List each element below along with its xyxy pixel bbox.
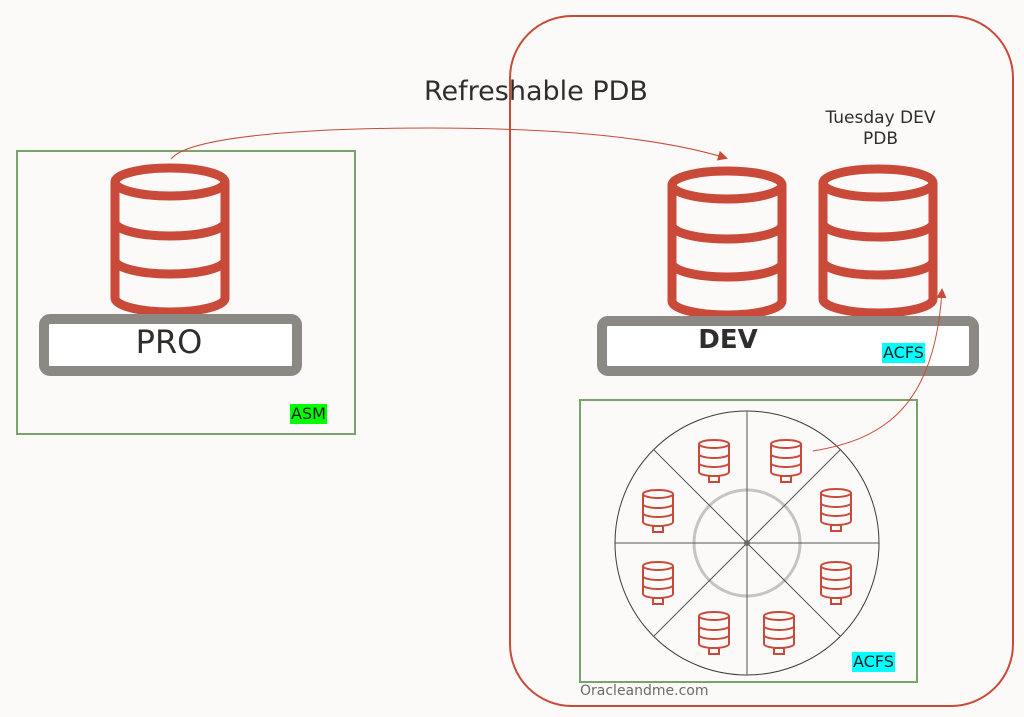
pro-server-label: PRO	[135, 323, 203, 361]
acfs-pool-box	[579, 399, 918, 683]
pro-site-box	[16, 150, 356, 435]
snapshot-db-icon	[820, 561, 852, 605]
snapshot-clone-arrow	[812, 288, 947, 452]
snapshot-db-icon	[698, 611, 730, 655]
pool-acfs-badge: ACFS	[852, 652, 895, 672]
tuesday-pdb-label-line1: Tuesday DEV	[825, 108, 936, 128]
tuesday-pdb-label-line2: PDB	[862, 129, 898, 149]
pro-server	[39, 314, 302, 376]
dev-database-icon	[672, 171, 782, 333]
dev-server-label: DEV	[698, 325, 758, 355]
refresh-arrow	[170, 127, 728, 161]
dev-acfs-badge: ACFS	[882, 343, 925, 363]
diagram-title: Refreshable PDB	[424, 76, 648, 107]
dev-site-container	[509, 15, 1014, 707]
snapshot-db-icon	[698, 439, 730, 483]
watermark: Oracleandme.com	[580, 683, 709, 699]
dev-server	[597, 316, 979, 376]
acfs-wheel	[614, 410, 880, 676]
snapshot-db-icon	[763, 611, 795, 655]
pro-database-icon	[115, 168, 225, 330]
tuesday-pdb-database-icon	[823, 169, 933, 331]
snapshot-db-icon	[642, 489, 674, 533]
snapshot-db-icon	[820, 488, 852, 532]
asm-badge: ASM	[290, 404, 327, 424]
snapshot-db-icon	[770, 439, 802, 483]
tuesday-pdb-label: Tuesday DEV PDB	[808, 108, 953, 150]
snapshot-db-icon	[642, 561, 674, 605]
